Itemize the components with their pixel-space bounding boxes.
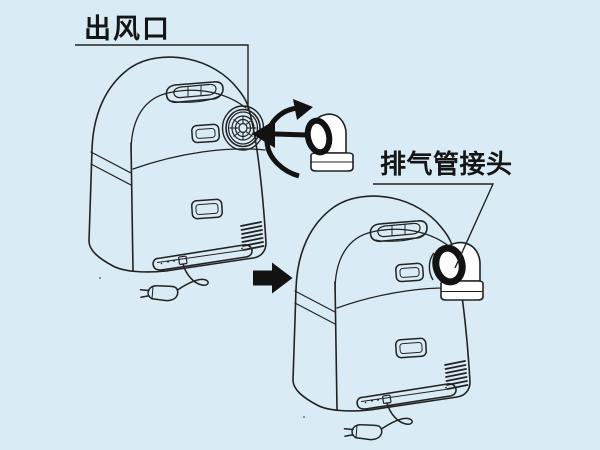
insert-arrow-icon (252, 120, 308, 148)
appliance-unit-after (292, 195, 471, 441)
next-step-arrow-icon (253, 262, 293, 294)
air-outlet-vent (221, 105, 265, 151)
connector-inlet-ring (432, 244, 466, 286)
exhaust-elbow-loose (304, 113, 354, 172)
air-outlet-leader-line (75, 44, 249, 111)
exhaust-elbow-attached (428, 241, 484, 301)
connector-inlet-ring (304, 117, 333, 156)
air-outlet-label: 出风口 (84, 14, 171, 44)
exhaust-connector-label: 排气管接头 (380, 149, 513, 179)
exhaust-connector-leader-line (373, 183, 495, 269)
appliance-unit-before (88, 56, 267, 302)
